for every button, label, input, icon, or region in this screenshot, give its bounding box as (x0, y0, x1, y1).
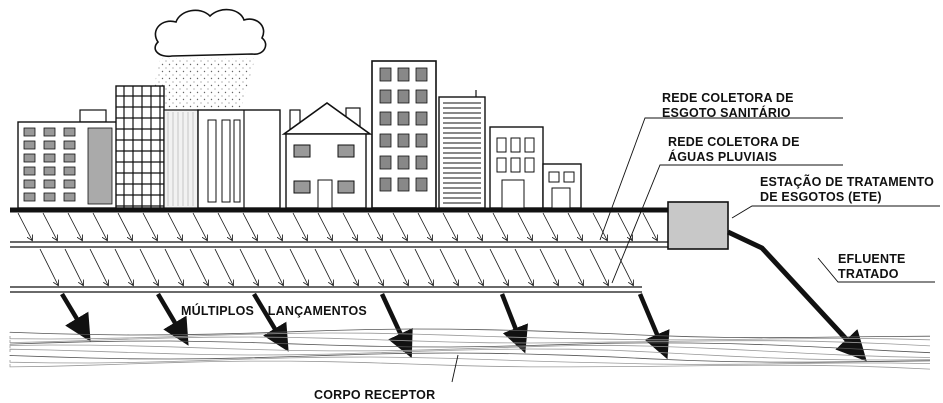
building-shop (489, 126, 582, 209)
label-treated-effluent: EFLUENTE TRATADO (838, 252, 906, 281)
treated-effluent-pipe (726, 229, 867, 362)
cloud (154, 8, 267, 58)
treatment-plant-box (667, 201, 729, 250)
leader-lines (451, 117, 940, 383)
label-multiple-discharges: MÚLTIPLOS LANÇAMENTOS (181, 304, 367, 318)
label-storm-network: REDE COLETORA DE ÁGUAS PLUVIAIS (668, 135, 800, 164)
label-sewage-network: REDE COLETORA DE ESGOTO SANITÁRIO (662, 91, 794, 120)
building-house (281, 102, 373, 209)
inflow-arrows (17, 212, 657, 285)
sewage-pipe (10, 241, 668, 248)
label-receiving-body: CORPO RECEPTOR (314, 388, 436, 402)
building-lattice-tower (115, 85, 165, 209)
label-treatment-plant: ESTAÇÃO DE TRATAMENTO DE ESGOTOS (ETE) (760, 175, 935, 204)
building-office-left (17, 109, 119, 209)
receiving-water-body (9, 328, 931, 370)
building-columns (197, 109, 281, 209)
storm-pipe (10, 286, 642, 293)
building-hatched (163, 109, 199, 209)
building-tall-tower (371, 60, 437, 209)
building-striped-tower (438, 90, 486, 209)
